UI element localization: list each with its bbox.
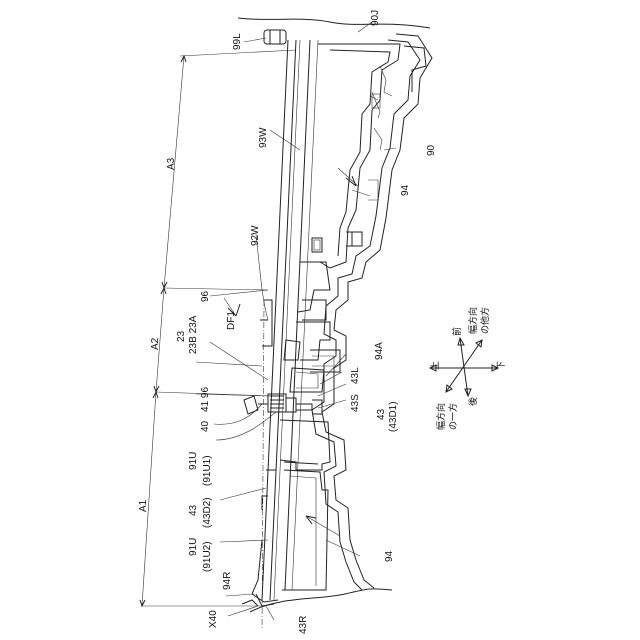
label-91U1: (91U1) <box>202 455 213 486</box>
arrow-94-lower <box>306 516 316 524</box>
label-X40: X40 <box>208 610 219 628</box>
dimension-lines <box>140 50 296 606</box>
label-A1: A1 <box>138 499 149 512</box>
label-99L: 99L <box>232 33 243 50</box>
label-43R: 43R <box>298 616 309 634</box>
arrow-94-upper <box>346 176 356 186</box>
label-91U2: (91U2) <box>202 541 213 572</box>
label-43: 43 <box>376 408 387 420</box>
axis-label-up: 上 <box>430 361 441 370</box>
axis-label-width-one-b: の一方 <box>447 403 459 430</box>
label-94-top: 94 <box>400 184 411 196</box>
label-94R: 94R <box>222 572 233 590</box>
label-94A: 94A <box>374 342 385 360</box>
label-41-96: 41 96 <box>200 387 211 412</box>
mid-mechanism <box>260 262 340 392</box>
label-23B-23A: 23B 23A <box>188 315 199 354</box>
label-DF1: DF1 <box>226 311 237 330</box>
axis-label-width-other-a: 幅方向 <box>467 307 479 334</box>
label-40: 40 <box>200 420 211 432</box>
axis-label-width-one-a: 幅方向 <box>435 403 447 430</box>
label-23: 23 <box>176 330 187 342</box>
label-43D2: (43D2) <box>202 497 213 528</box>
bottom-break-line <box>250 589 392 612</box>
knob-99L <box>264 30 286 44</box>
label-90J: 90J <box>370 10 381 26</box>
label-A2: A2 <box>150 337 161 350</box>
label-91U-a: 91U <box>188 452 199 470</box>
label-94-bot: 94 <box>384 550 395 562</box>
label-43D1: (43D1) <box>388 401 399 432</box>
label-92W: 92W <box>250 225 261 246</box>
label-A3: A3 <box>166 157 177 170</box>
label-91U-b: 91U <box>188 538 199 556</box>
axis-label-rear: 後 <box>467 397 479 406</box>
axis-label-width-other-b: の他方 <box>479 307 491 334</box>
label-93W: 93W <box>258 127 269 148</box>
axis-label-down: 下 <box>497 361 507 370</box>
top-break-line <box>238 18 430 28</box>
label-96-a: 96 <box>200 290 211 302</box>
label-43-b: 43 <box>188 504 199 516</box>
label-43S: 43S <box>350 394 361 412</box>
axis-label-front: 前 <box>451 327 463 336</box>
label-90: 90 <box>426 144 437 156</box>
label-43L: 43L <box>350 367 361 384</box>
